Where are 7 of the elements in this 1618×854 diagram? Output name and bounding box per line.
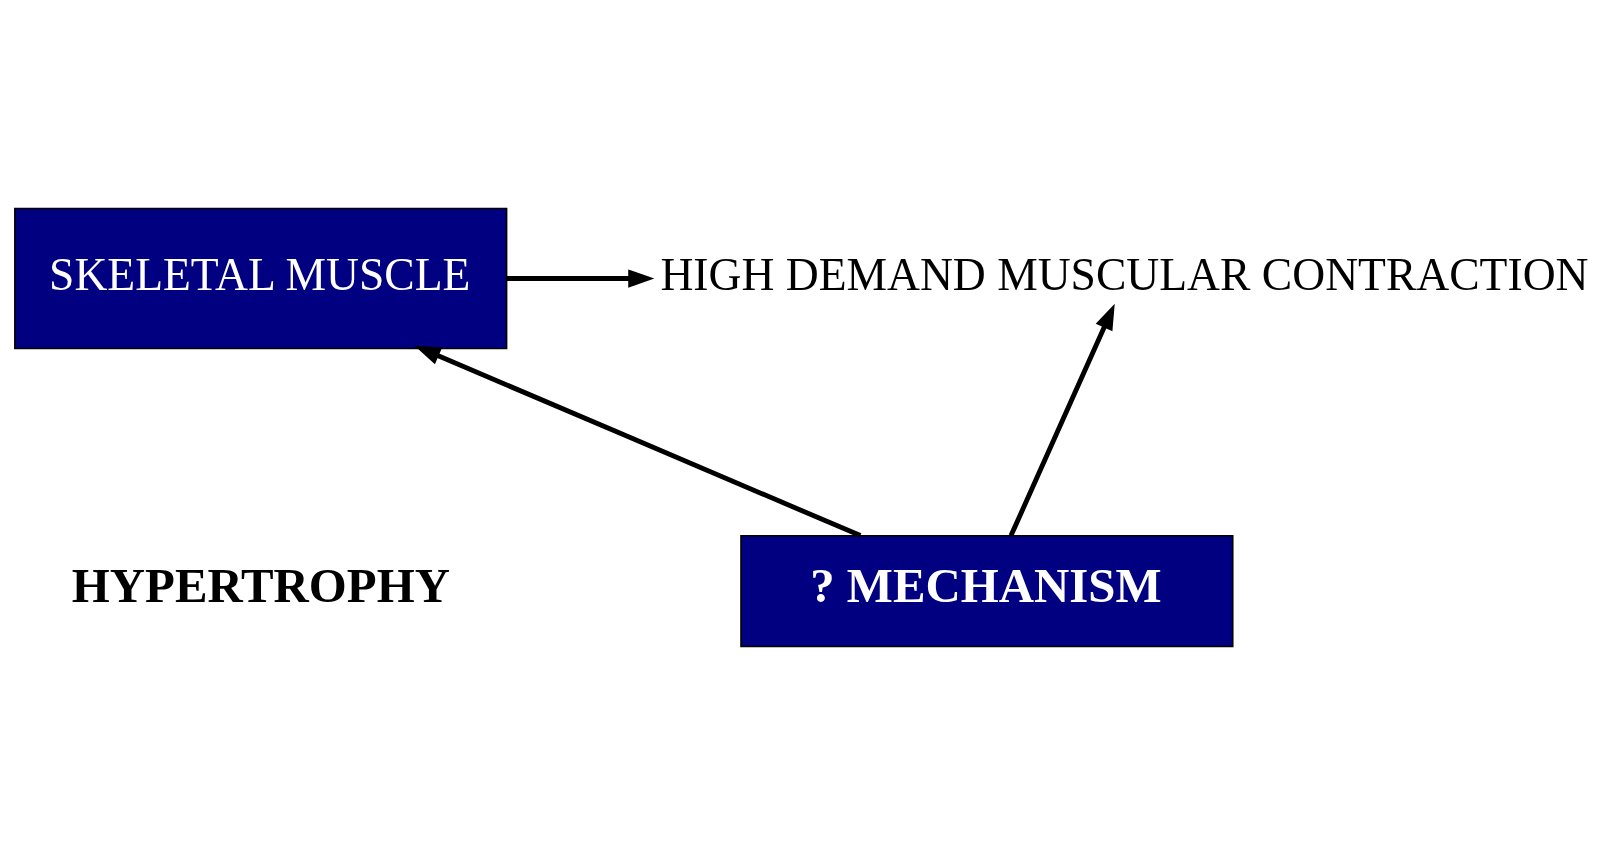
label: HYPERTROPHY <box>71 557 450 613</box>
arrow <box>414 345 862 538</box>
arrow <box>1008 303 1115 537</box>
node-text: HIGH DEMAND MUSCULAR CONTRACTION <box>660 248 1589 300</box>
arrow <box>506 268 655 288</box>
node-box: SKELETAL MUSCLE <box>14 207 508 349</box>
node-box: ? MECHANISM <box>740 534 1234 647</box>
